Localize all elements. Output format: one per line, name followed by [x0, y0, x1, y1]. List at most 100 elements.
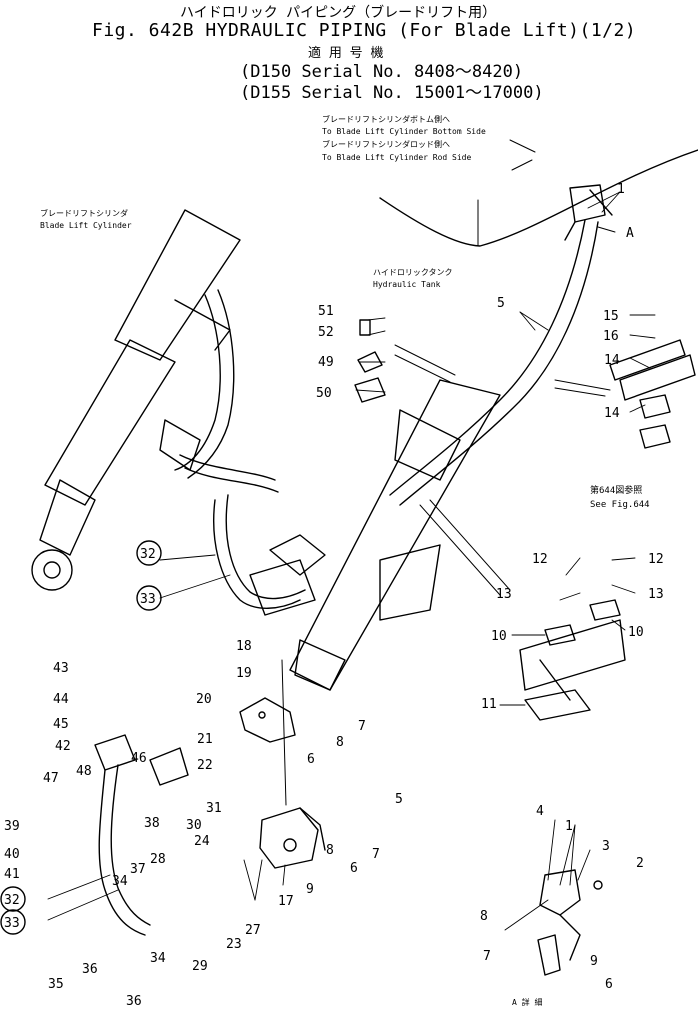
part-number-labels: 1 1 2 3 4 5 5 6 6 6 7 7 7 8 8 8 9 9 10 1… — [4, 182, 664, 1009]
rod-side-jp: ブレードリフトシリンダロッド側へ — [322, 139, 450, 149]
part-number: 39 — [4, 819, 20, 834]
part-number: 36 — [82, 962, 98, 977]
part-number: 10 — [628, 625, 644, 640]
part-number: 44 — [53, 692, 69, 707]
part-number: 5 — [395, 792, 403, 807]
part-number: 29 — [192, 959, 208, 974]
part-number: 32 — [140, 547, 156, 562]
cylinder-label-en: Blade Lift Cylinder — [40, 221, 132, 230]
main-pipes-5 — [389, 184, 613, 506]
part-number: 15 — [603, 309, 619, 324]
tank-label-en: Hydraulic Tank — [373, 280, 441, 289]
part-number: 40 — [4, 847, 20, 862]
part-number: 45 — [53, 717, 69, 732]
hose-assembly-32-33 — [213, 494, 316, 616]
part-number: 5 — [497, 296, 505, 311]
serial-range-d150: (D150 Serial No. 8408～8420) — [240, 62, 524, 82]
part-number: 7 — [358, 719, 366, 734]
bottom-side-en: To Blade Lift Cylinder Bottom Side — [322, 127, 486, 136]
part-number: 35 — [48, 977, 64, 992]
part-number: 33 — [4, 916, 20, 931]
part-number: 16 — [603, 329, 619, 344]
part-number: 14 — [604, 353, 620, 368]
part-number: 21 — [197, 732, 213, 747]
part-number: 6 — [307, 752, 315, 767]
circled-refs — [0, 540, 162, 935]
part-number: 12 — [532, 552, 548, 567]
part-number: 37 — [130, 862, 146, 877]
part-number: 19 — [236, 666, 252, 681]
view-a-arrow-label: A — [626, 226, 634, 241]
part-number: 24 — [194, 834, 210, 849]
part-number: 47 — [43, 771, 59, 786]
part-number: 18 — [236, 639, 252, 654]
part-number: 9 — [590, 954, 598, 969]
part-number: 48 — [76, 764, 92, 779]
part-number: 34 — [112, 874, 128, 889]
see-fig-jp: 第644図参照 — [590, 484, 642, 496]
blade-lift-cylinder — [31, 209, 241, 591]
part-number: 41 — [4, 867, 20, 882]
part-number: 34 — [150, 951, 166, 966]
tank-label-jp: ハイドロリックタンク — [373, 268, 453, 277]
see-fig-en: See Fig.644 — [590, 500, 650, 510]
part-number: 6 — [350, 861, 358, 876]
part-number: 51 — [318, 304, 334, 319]
figure-title: Fig. 642B HYDRAULIC PIPING (For Blade Li… — [92, 20, 637, 41]
view-a-detail-label: A 詳 細 — [512, 997, 542, 1007]
flow-arrows — [394, 139, 616, 596]
part-number: 8 — [326, 843, 334, 858]
detail-view-a — [537, 869, 603, 976]
part-number: 31 — [206, 801, 222, 816]
part-number: 22 — [197, 758, 213, 773]
serial-range-d155: (D155 Serial No. 15001～17000) — [240, 83, 544, 103]
exploded-hoses-left — [94, 734, 189, 936]
applicable-models-label: 適 用 号 機 — [308, 46, 384, 61]
part-number: 52 — [318, 325, 334, 340]
part-number: 14 — [604, 406, 620, 421]
leader-lines — [47, 191, 656, 931]
cylinder-hoses — [159, 289, 279, 493]
part-number: 46 — [131, 751, 147, 766]
part-number: 17 — [278, 894, 294, 909]
part-number: 23 — [226, 937, 242, 952]
part-number: 30 — [186, 818, 202, 833]
clamp-set-14 — [609, 339, 696, 449]
part-number: 12 — [648, 552, 664, 567]
part-number: 36 — [126, 994, 142, 1009]
part-number: 9 — [306, 882, 314, 897]
part-number: 32 — [4, 893, 20, 908]
cylinder-label-jp: ブレードリフトシリンダ — [40, 208, 128, 218]
part-number: 20 — [196, 692, 212, 707]
part-number: 33 — [140, 592, 156, 607]
part-number: 1 — [565, 819, 573, 834]
part-number: 8 — [336, 735, 344, 750]
part-number: 13 — [496, 587, 512, 602]
hydraulic-tank-outline — [379, 149, 698, 247]
part-number: 13 — [648, 587, 664, 602]
tube-bracket-10-11 — [519, 599, 626, 721]
part-number: 11 — [481, 697, 497, 712]
part-number: 7 — [372, 847, 380, 862]
part-number: 10 — [491, 629, 507, 644]
title-japanese: ハイドロリック パイピング（ブレードリフト用） — [180, 5, 497, 21]
center-frame-and-valve — [269, 379, 501, 691]
part-number: 49 — [318, 355, 334, 370]
part-number: 42 — [55, 739, 71, 754]
clamp-49-50 — [354, 319, 386, 403]
part-number: 1 — [617, 182, 625, 197]
part-number: 6 — [605, 977, 613, 992]
part-number: 2 — [636, 856, 644, 871]
part-number: 28 — [150, 852, 166, 867]
part-number: 8 — [480, 909, 488, 924]
part-number: 50 — [316, 386, 332, 401]
bottom-side-jp: ブレードリフトシリンダボトム側へ — [322, 114, 450, 124]
rod-side-en: To Blade Lift Cylinder Rod Side — [322, 153, 471, 162]
part-number: 3 — [602, 839, 610, 854]
part-number: 4 — [536, 804, 544, 819]
part-number: 38 — [144, 816, 160, 831]
part-number: 43 — [53, 661, 69, 676]
part-number: 27 — [245, 923, 261, 938]
